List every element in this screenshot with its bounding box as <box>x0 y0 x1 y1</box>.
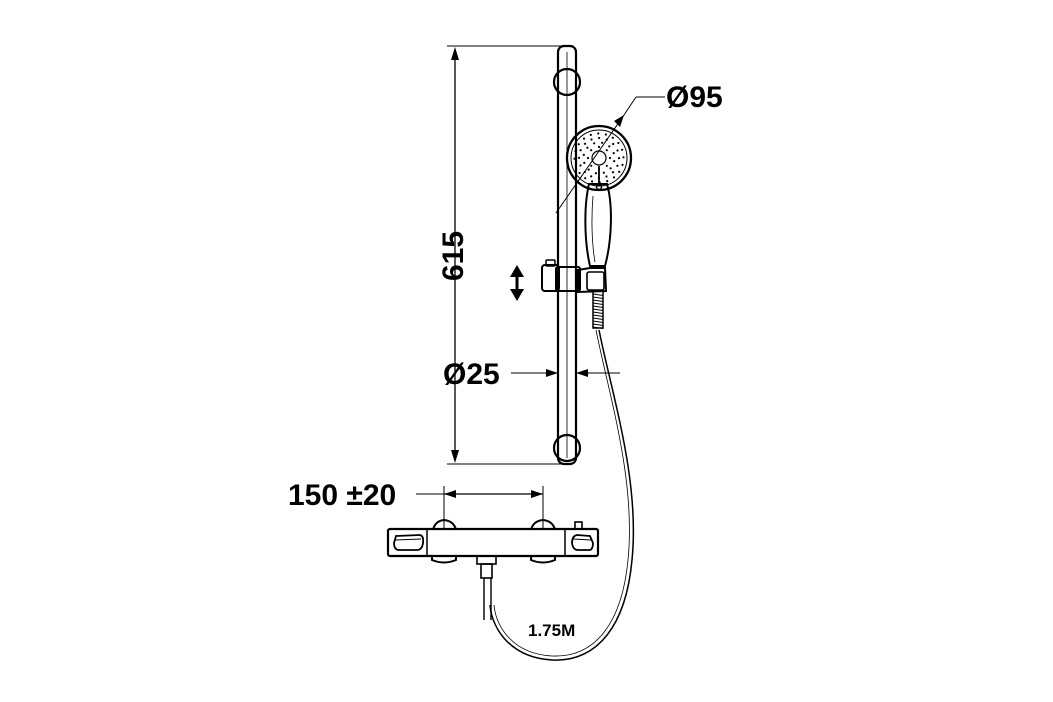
connector-rib <box>592 296 604 299</box>
nozzle-dot <box>590 149 593 152</box>
nozzle-dot <box>579 164 582 167</box>
rail-wall-bracket-bottom <box>552 433 582 463</box>
nozzle-dot <box>589 133 592 136</box>
nozzle-dot <box>622 156 625 159</box>
nozzle-dot <box>618 170 621 173</box>
rail-wall-bracket-top <box>552 67 582 97</box>
connector-rib <box>592 320 604 323</box>
nozzle-dot <box>605 164 608 167</box>
nozzle-dot <box>583 142 587 145</box>
nozzle-dot <box>590 138 593 141</box>
nozzle-dot <box>583 161 586 164</box>
nozzle-dot <box>616 149 619 152</box>
nozzle-dot <box>609 167 612 170</box>
nozzle-dot <box>621 163 624 166</box>
nozzle-dot <box>598 136 601 140</box>
nozzle-dot <box>584 177 587 180</box>
nozzle-dot <box>608 145 611 148</box>
nozzle-dot <box>597 132 600 135</box>
temperature-handle <box>393 534 425 551</box>
slide-rail <box>556 44 578 466</box>
shower-hose <box>489 329 635 661</box>
rail-length-dimension <box>447 45 566 465</box>
nozzle-dot <box>582 153 585 156</box>
nozzle-dot <box>577 143 580 146</box>
nozzle-dot <box>604 133 608 136</box>
hose-connector <box>592 290 604 329</box>
connector-rib <box>592 308 604 311</box>
nozzle-dot <box>605 149 608 152</box>
nozzle-dot <box>590 164 593 167</box>
nozzle-dot <box>612 152 615 155</box>
head-diameter-dimension <box>555 96 665 214</box>
head-diameter-label: Ø95 <box>666 81 723 114</box>
nozzle-dot <box>574 165 578 168</box>
nozzle-dot <box>586 146 589 149</box>
spray-nozzles <box>573 132 625 184</box>
nozzle-dot <box>617 141 620 145</box>
double-arrow-vertical-icon <box>510 265 524 301</box>
nozzle-dot <box>587 168 590 171</box>
nozzle-dot <box>613 160 616 163</box>
connector-rib <box>592 293 604 296</box>
rail-diameter-dimension <box>511 369 620 377</box>
nozzle-dot <box>612 176 616 179</box>
nozzle-dot <box>608 156 612 160</box>
nozzle-dot <box>611 136 614 139</box>
nozzle-dot <box>617 157 621 160</box>
nozzle-dot <box>621 148 624 151</box>
nozzle-dot <box>601 141 604 144</box>
rail-diameter-label: Ø25 <box>443 358 500 391</box>
nozzle-dot <box>591 180 594 183</box>
mixer-centres-label: 150 ±20 <box>288 479 396 512</box>
hand-shower <box>565 124 633 267</box>
connector-rib <box>592 311 604 314</box>
nozzle-dot <box>616 164 619 167</box>
connector-rib <box>592 314 604 317</box>
nozzle-dot <box>586 156 590 160</box>
nozzle-dot <box>602 171 606 174</box>
nozzle-dot <box>605 175 608 178</box>
nozzle-dot <box>597 145 601 149</box>
thermostatic-mixer <box>386 518 600 620</box>
connector-rib <box>592 299 604 302</box>
flow-handle <box>571 534 594 551</box>
nozzle-dot <box>611 171 615 174</box>
rail-length-label: 615 <box>437 231 470 281</box>
hose-length-label: 1.75M <box>528 621 575 640</box>
slider-holder <box>541 259 608 294</box>
nozzle-dot <box>577 156 581 159</box>
connector-rib <box>592 302 604 305</box>
connector-rib <box>592 305 604 308</box>
nozzle-dot <box>612 142 615 146</box>
nozzle-dot <box>579 149 582 152</box>
nozzle-dot <box>582 137 586 140</box>
connector-rib <box>592 317 604 320</box>
connector-rib <box>592 326 604 329</box>
nozzle-dot <box>573 157 576 160</box>
nozzle-dot <box>578 171 581 175</box>
mixer-centres-dimension <box>416 486 544 528</box>
nozzle-dot <box>606 180 609 183</box>
nozzle-dot <box>594 172 598 175</box>
nozzle-dot <box>574 150 577 153</box>
nozzle-dot <box>590 175 593 178</box>
connector-rib <box>592 323 604 326</box>
nozzle-dot <box>593 142 596 145</box>
